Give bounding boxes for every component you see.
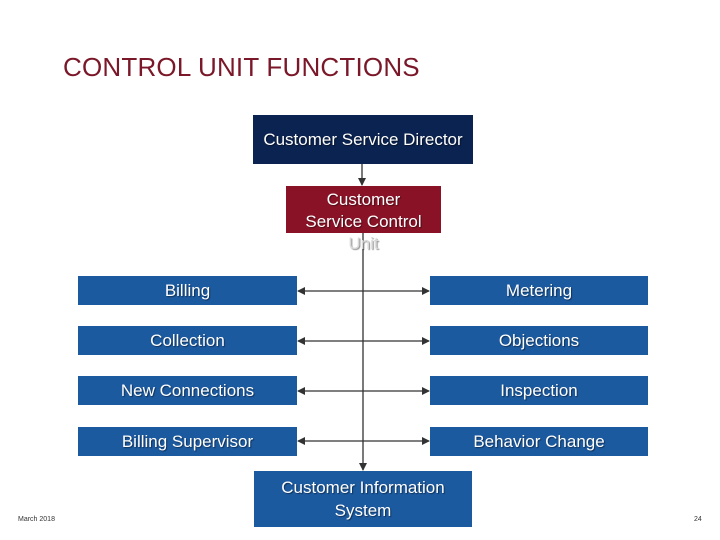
- node-collection: Collection: [78, 326, 297, 355]
- node-customer-service-director: Customer Service Director: [253, 115, 473, 164]
- node-objections: Objections: [430, 326, 648, 355]
- node-customer-service-control-unit: Customer Service Control Unit: [286, 186, 441, 253]
- node-behavior-change: Behavior Change: [430, 427, 648, 456]
- node-new-connections: New Connections: [78, 376, 297, 405]
- node-billing-supervisor: Billing Supervisor: [78, 427, 297, 456]
- control-unit-label-line3: Unit: [348, 234, 379, 253]
- page-title: CONTROL UNIT FUNCTIONS: [63, 52, 420, 82]
- footer-date: March 2018: [18, 516, 55, 523]
- node-metering: Metering: [430, 276, 648, 305]
- control-unit-label-line2: Service Control: [305, 212, 422, 231]
- footer-page-number: 24: [694, 516, 702, 523]
- cis-label-line1: Customer Information: [281, 478, 445, 497]
- node-billing: Billing: [78, 276, 297, 305]
- node-inspection: Inspection: [430, 376, 648, 405]
- cis-label-line2: System: [334, 501, 392, 520]
- node-customer-information-system: Customer Information System: [254, 471, 472, 527]
- control-unit-label-line1: Customer: [326, 190, 401, 209]
